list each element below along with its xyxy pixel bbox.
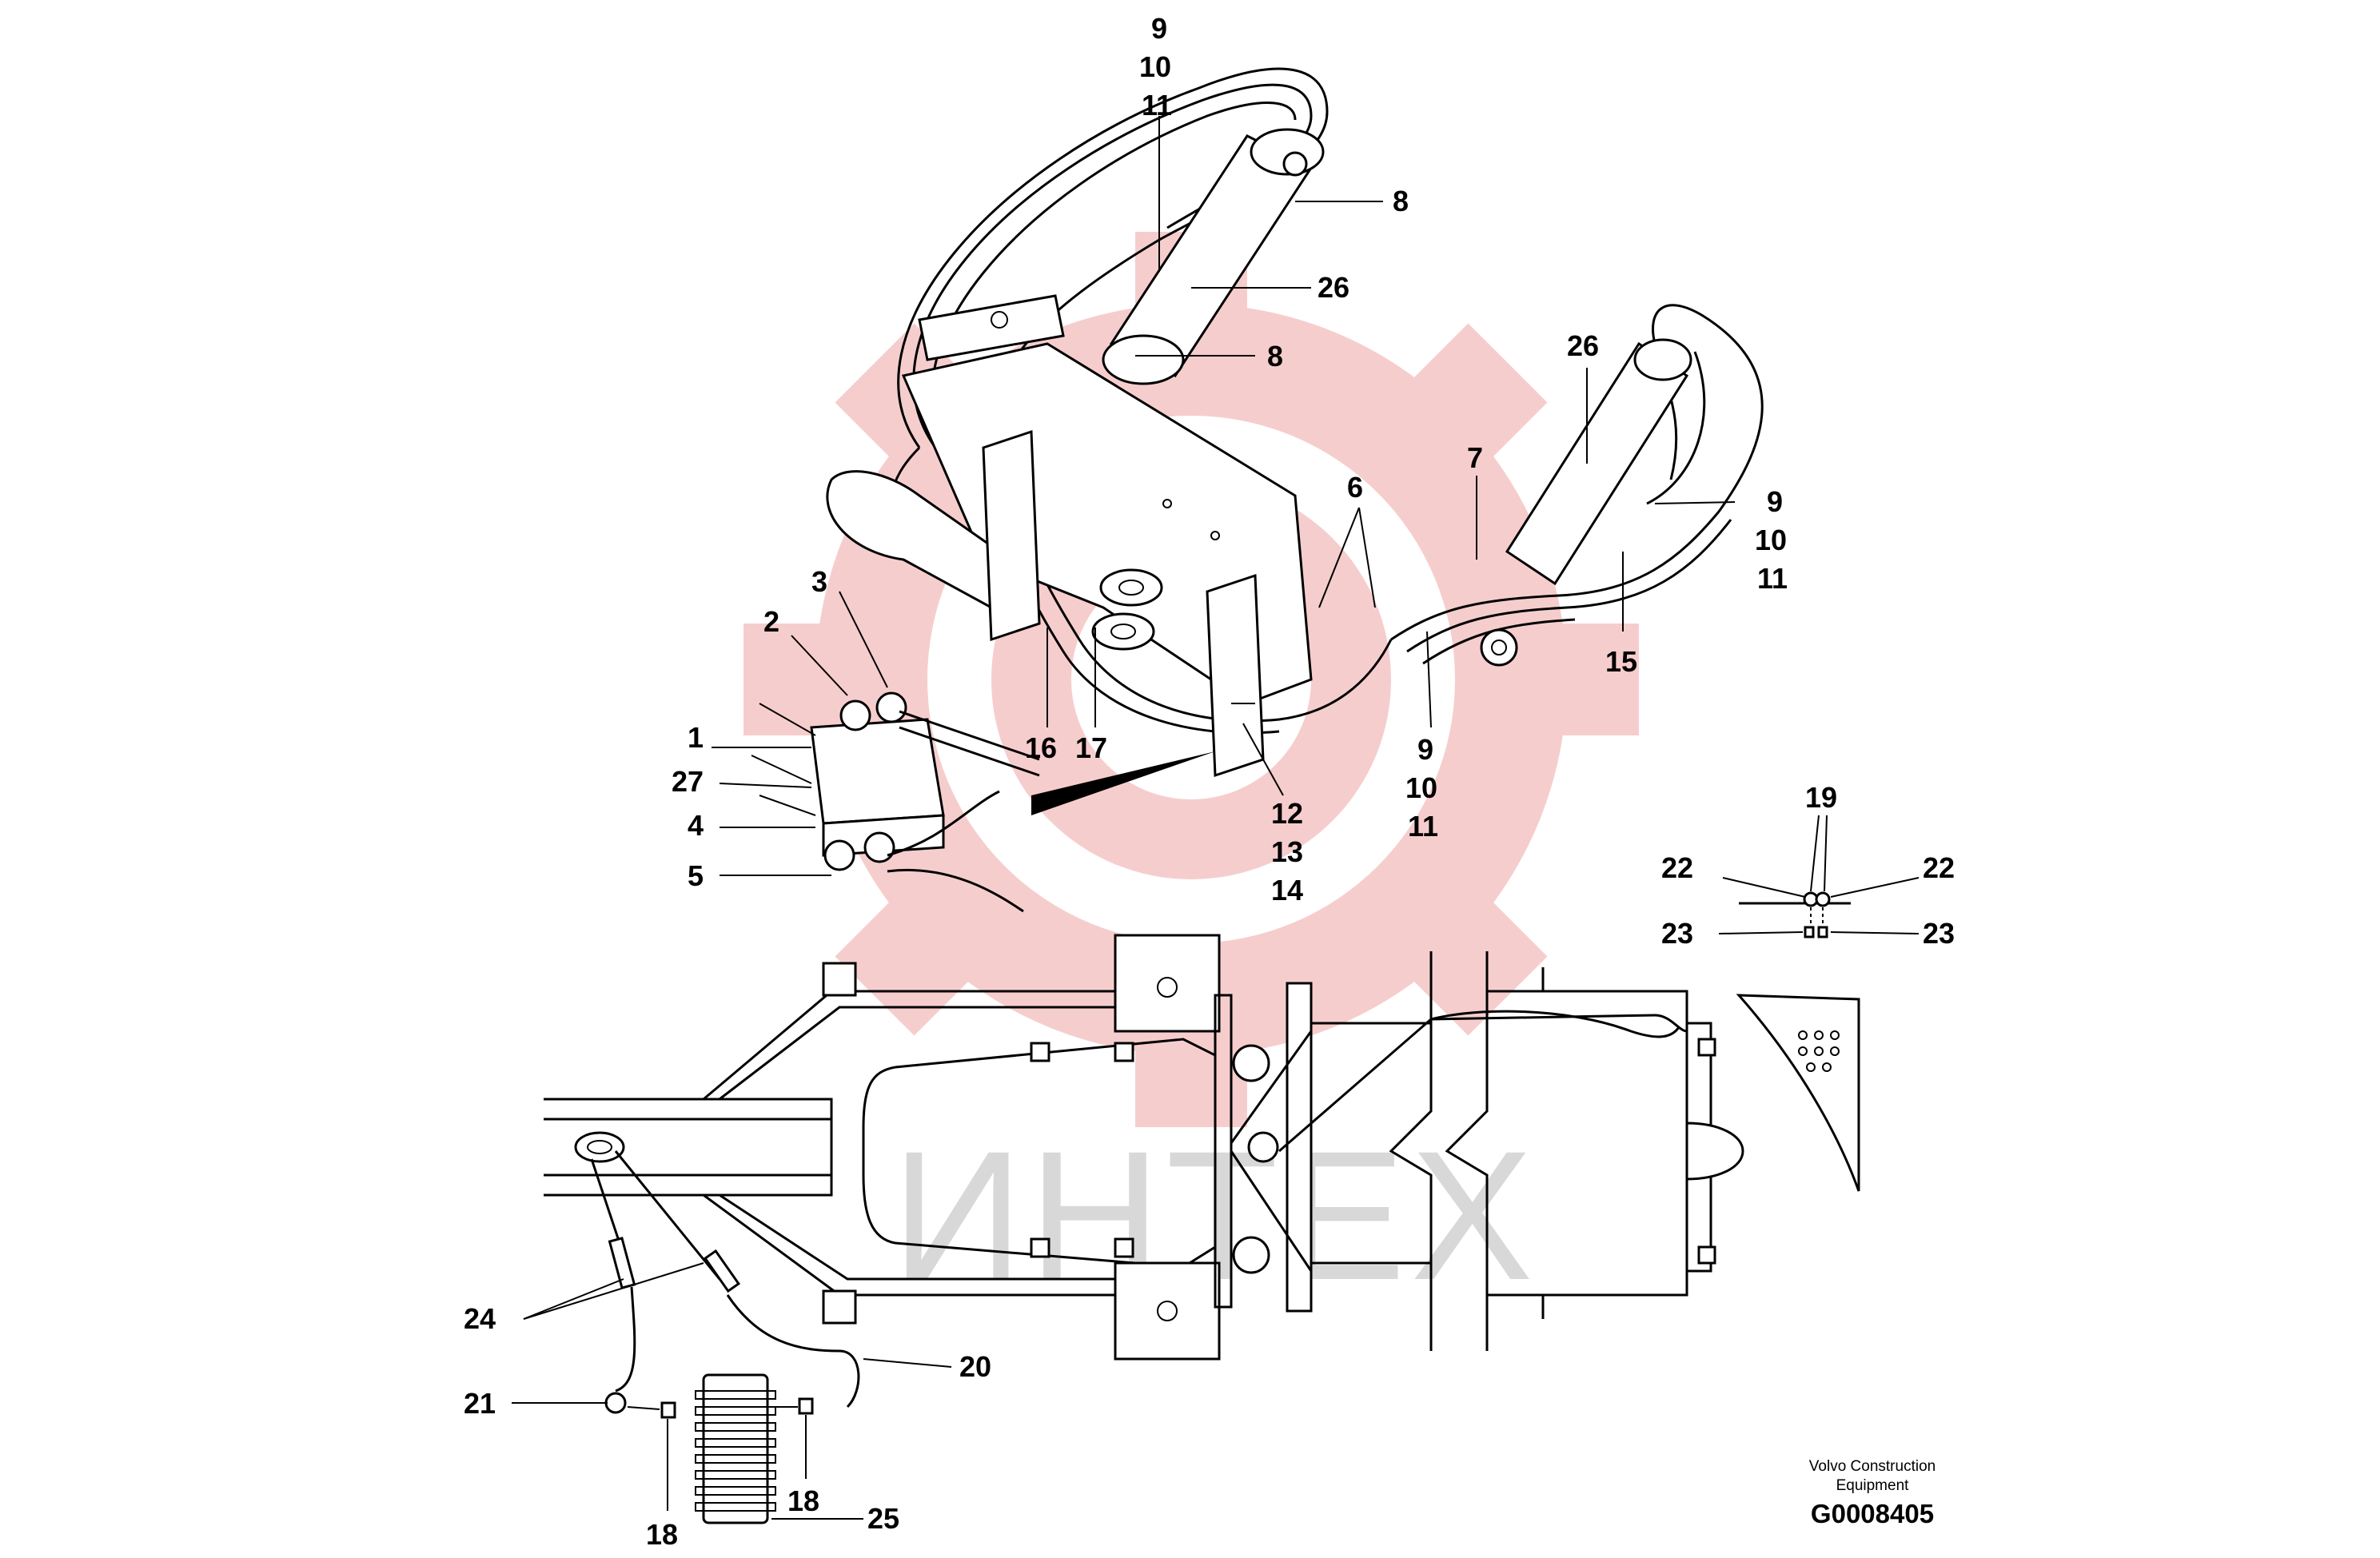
- main-frame: [544, 934, 1431, 1361]
- brand-line-1: Volvo Construction: [1809, 1458, 1935, 1475]
- label-12: 12: [1271, 797, 1303, 830]
- label-25: 25: [867, 1502, 899, 1535]
- label-22-right: 22: [1923, 851, 1955, 884]
- break-line: [1389, 951, 1489, 1351]
- label-13: 13: [1271, 835, 1303, 868]
- fittings-detail-19-23: [1739, 891, 1851, 938]
- label-1: 1: [688, 721, 704, 754]
- footer: Volvo Construction Equipment G0008405: [1809, 1458, 1935, 1528]
- fittings-small: [604, 1392, 814, 1419]
- label-9-top: 9: [1151, 12, 1167, 45]
- label-11-mid: 11: [1408, 810, 1438, 843]
- label-4: 4: [688, 809, 704, 842]
- hose-bracket: [918, 294, 1065, 361]
- label-15: 15: [1605, 645, 1637, 678]
- label-9-mid: 9: [1417, 733, 1433, 766]
- label-3: 3: [811, 565, 827, 598]
- part-labels: 9 10 11 8 26 8 26 7 6 9 10 11 15 3 2 1 2…: [464, 12, 1955, 1551]
- lubrication-hoses: [574, 1131, 860, 1409]
- grease-distributor-block: [695, 1373, 776, 1524]
- label-18-left: 18: [646, 1518, 678, 1551]
- rear-frame-section: [1278, 967, 1744, 1319]
- label-24: 24: [464, 1302, 496, 1335]
- label-17: 17: [1075, 731, 1107, 764]
- label-10-mid: 10: [1405, 771, 1437, 804]
- brand-line-2: Equipment: [1836, 1477, 1910, 1494]
- label-8-a: 8: [1393, 185, 1409, 217]
- label-10-top: 10: [1139, 50, 1171, 83]
- label-20: 20: [959, 1350, 991, 1383]
- label-9-right: 9: [1767, 485, 1783, 518]
- rear-guard-detail: [1736, 994, 1860, 1192]
- label-26-b: 26: [1567, 329, 1599, 362]
- label-27: 27: [672, 765, 704, 798]
- label-16: 16: [1025, 731, 1057, 764]
- label-8-b: 8: [1267, 340, 1283, 373]
- label-5: 5: [688, 859, 704, 892]
- drawing-code: G0008405: [1811, 1499, 1934, 1528]
- label-7: 7: [1467, 441, 1483, 474]
- label-21: 21: [464, 1387, 496, 1420]
- leader-lines: [512, 116, 1920, 1520]
- left-boom-cylinder: [1102, 128, 1325, 385]
- label-26-a: 26: [1318, 271, 1349, 304]
- right-boom-cylinder: [1480, 338, 1692, 667]
- detail-arrow: [1031, 751, 1215, 815]
- label-11-right: 11: [1757, 562, 1788, 595]
- label-14: 14: [1271, 874, 1303, 907]
- label-6: 6: [1347, 471, 1363, 504]
- label-23-right: 23: [1923, 917, 1955, 950]
- label-18-right: 18: [787, 1484, 819, 1517]
- label-23-left: 23: [1661, 917, 1693, 950]
- label-22-left: 22: [1661, 851, 1693, 884]
- label-19: 19: [1805, 781, 1837, 814]
- label-10-right: 10: [1755, 524, 1787, 556]
- swing-frame: [826, 342, 1313, 778]
- control-valve-block: [751, 691, 1040, 913]
- label-11-top: 11: [1142, 89, 1172, 122]
- label-2: 2: [763, 605, 779, 638]
